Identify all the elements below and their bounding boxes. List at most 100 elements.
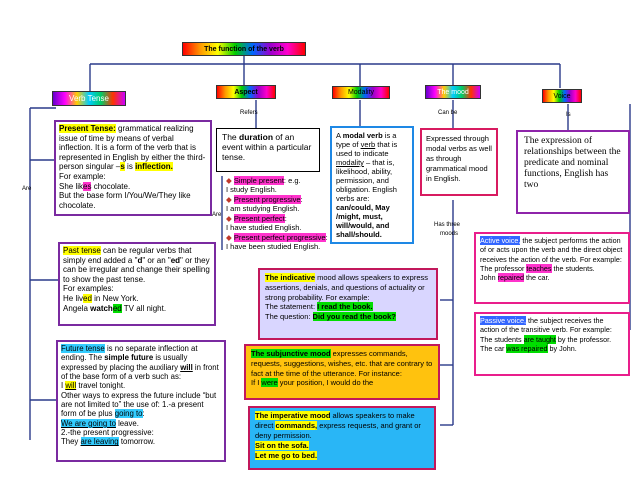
modal-text4: – that is, likelihood, ability, permissi…: [336, 158, 397, 203]
past-ed: ed: [170, 255, 181, 265]
future-tense-box: Future tense is no separate inflection a…: [56, 340, 226, 462]
passive-text: the subject receives the action of the t…: [480, 316, 612, 335]
active-ex2: John: [480, 273, 498, 283]
indicative-question: Did you read the book?: [312, 312, 396, 321]
past-text3: " or they can be irregular and change th…: [63, 255, 210, 284]
past-ex1-post: in New York.: [91, 293, 139, 303]
active-ex1: The professor: [480, 264, 527, 274]
verb-tense-node: Verb Tense: [52, 91, 126, 106]
active-voice-box: Active voice, the subject performs the a…: [474, 232, 630, 304]
aspect-def-text2: of an event within a particular tense.: [222, 132, 312, 163]
indicative-title: The indicative: [265, 273, 316, 282]
passive-title: Passive voice,: [480, 316, 526, 325]
present-inflection: inflection.: [135, 162, 173, 172]
present-example-label: For example:: [59, 171, 106, 181]
subjunctive-box: The subjunctive mood expresses commands,…: [244, 344, 440, 400]
future-ex2-hl: We are going to: [61, 418, 116, 428]
modal-verb-link: verb: [360, 140, 376, 149]
modal-text3: that is used to indicate: [336, 140, 398, 158]
indicative-box: The indicative mood allows speakers to e…: [258, 268, 438, 340]
mood-node: The mood: [425, 85, 481, 99]
root-node: The function of the verb: [182, 42, 306, 56]
past-ex2-hl1: watch: [90, 303, 113, 313]
subjunctive-title: The subjunctive mood: [251, 349, 331, 358]
past-ex1-hl: ed: [83, 293, 92, 303]
passive-ex2: The car: [480, 344, 507, 354]
present-title: Present Tense:: [59, 124, 116, 133]
imperative-box: The imperative mood allows speakers to m…: [248, 406, 436, 470]
past-examples-label: For examples:: [63, 284, 114, 294]
simple-present-label: Simple present: [233, 176, 284, 185]
indicative-question-label: The question:: [265, 312, 313, 321]
present-ex1-hl: es: [83, 181, 92, 191]
passive-ex2-hl: was repaired: [506, 344, 548, 354]
future-text5: :: [142, 409, 145, 419]
future-text2: is usually expressed by placing the auxi…: [61, 353, 188, 372]
modal-verb: modal verb: [342, 131, 383, 140]
present-ex1-post: chocolate.: [91, 181, 131, 191]
imperative-text: allows speakers to make direct: [255, 411, 415, 431]
modality-label: Modality: [347, 89, 375, 96]
present-progressive-example: I am studying English.: [226, 204, 300, 214]
bullet-icon: ◆: [226, 213, 232, 223]
present-perfect-progressive-post: :: [325, 232, 328, 242]
simple-present-example: I study English.: [226, 185, 277, 195]
verb-tense-label: Verb Tense: [69, 94, 109, 103]
future-ex1-hl: will: [65, 381, 77, 391]
refers-label: Refers: [240, 110, 258, 116]
imperative-ex1: Sit on the sofa.: [255, 441, 309, 451]
past-ex1: He liv: [63, 293, 84, 303]
present-ex1: She lik: [59, 181, 84, 191]
aspect-label: Aspect: [234, 88, 258, 96]
voice-box: The expression of relationships between …: [516, 130, 630, 214]
future-text3: in front of the base form of a verb such…: [61, 362, 219, 382]
subjunctive-ex-hl: were: [261, 378, 278, 388]
future-text6: 2.-the present progressive:: [61, 428, 154, 438]
bullet-icon: ◆: [226, 194, 232, 204]
aspect-item-simple-present: ◆ Simple present: e.g.: [226, 176, 330, 185]
passive-ex1-hl: are taught: [523, 334, 556, 344]
active-ex1-hl: teaches: [526, 264, 552, 274]
are-mid-label: Are: [212, 212, 222, 218]
aspect-duration: duration: [239, 132, 274, 142]
present-perfect-label: Present perfect: [233, 213, 285, 223]
active-ex2-post: the car.: [523, 273, 550, 283]
aspect-item-present-perfect-progressive: ◆ Present perfect progressive:: [226, 232, 330, 242]
past-text2: " or an ": [142, 255, 171, 265]
future-simple: simple future: [104, 353, 154, 363]
imperative-commands: commands,: [275, 421, 318, 431]
past-ex2: Angela: [63, 303, 91, 313]
modality-node: Modality: [332, 86, 390, 99]
past-ex2-post: TV all night.: [121, 303, 167, 313]
future-will: will: [180, 362, 193, 372]
aspect-item-present-perfect: ◆ Present perfect:: [226, 213, 330, 223]
bullet-icon: ◆: [226, 176, 232, 185]
aspect-node: Aspect: [216, 85, 276, 99]
modal-modality-link: modality: [336, 158, 364, 167]
future-ex1-post: travel tonight.: [76, 381, 126, 391]
indicative-statement: I read the book.: [317, 302, 373, 312]
voice-label: Voice: [553, 92, 571, 100]
present-perfect-progressive-label: Present perfect progressive: [233, 232, 326, 242]
present-ex2: But the base form I/You/We/They like cho…: [59, 191, 191, 210]
future-ex3-hl: are leaving: [80, 437, 119, 447]
subjunctive-text: expresses commands, requests, suggestion…: [251, 349, 433, 378]
indicative-statement-label: The statement:: [265, 302, 318, 312]
aspect-def-text: The: [222, 132, 240, 142]
present-perfect-progressive-example: I have been studied English.: [226, 242, 321, 252]
present-s: s: [120, 162, 125, 172]
imperative-ex2: Let me go to bed.: [255, 451, 318, 461]
voice-node: Voice: [542, 89, 582, 103]
past-ex2-hl2: ed: [112, 303, 122, 313]
future-text: is no separate inflection at ending. The: [61, 344, 198, 363]
future-ex2-post: leave.: [115, 418, 139, 428]
imperative-text2: express requests, and grant or deny perm…: [255, 421, 421, 441]
present-text: grammatical realizing issue of time by m…: [59, 124, 206, 172]
active-ex2-hl: repaired: [497, 273, 524, 283]
future-ex3: They: [61, 437, 81, 447]
subjunctive-ex-post: your position, I would do the: [277, 378, 374, 388]
has-three-label: Has three: [434, 222, 461, 228]
future-ex1: I: [61, 381, 66, 391]
mood-text: Expressed through modal verbs as well as…: [426, 134, 492, 183]
